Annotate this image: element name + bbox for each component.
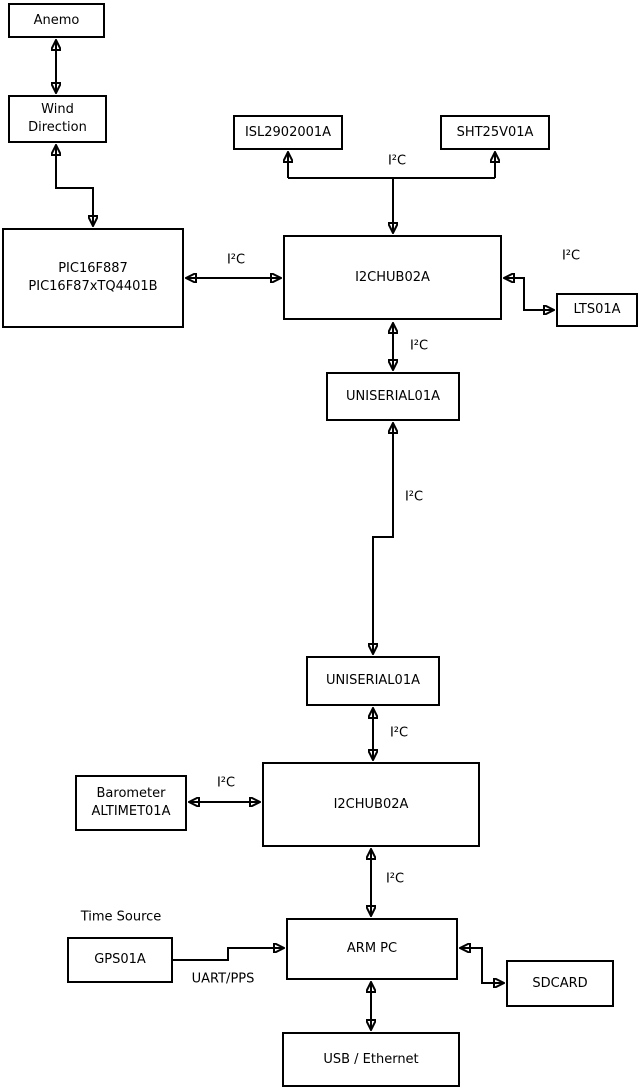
uart-pps-label: UART/PPS	[190, 971, 256, 987]
time-source-label: Time Source	[79, 909, 163, 925]
edge-uniserial-link	[373, 423, 393, 654]
node-sdcard: SDCARD	[506, 960, 614, 1007]
bus-label-hub2-arm: I²C	[384, 871, 406, 887]
node-barometer-altimet01a: Barometer ALTIMET01A	[75, 775, 187, 831]
node-i2chub02a-top: I2CHUB02A	[283, 235, 502, 320]
bus-label-uniserial-link: I²C	[403, 489, 425, 505]
node-uniserial01a-bottom: UNISERIAL01A	[306, 656, 440, 706]
node-isl2902001a: ISL2902001A	[233, 115, 343, 150]
edge-gps-armpc	[173, 948, 284, 961]
node-i2chub02a-bottom: I2CHUB02A	[262, 762, 480, 847]
edge-i2chub-top-lts	[504, 278, 554, 310]
bus-label-pic-hub: I²C	[225, 252, 247, 268]
bus-label-sensor-branch: I²C	[386, 153, 408, 169]
node-gps01a: GPS01A	[67, 937, 173, 983]
node-sht25v01a: SHT25V01A	[440, 115, 550, 150]
node-arm-pc: ARM PC	[286, 918, 458, 980]
bus-label-hub-uniserial: I²C	[408, 338, 430, 354]
edge-winddirection-pic	[56, 145, 93, 226]
edge-armpc-sdcard	[460, 948, 504, 983]
bus-label-uniserial-hub2: I²C	[388, 725, 410, 741]
bus-label-barometer: I²C	[215, 775, 237, 791]
node-wind-direction: Wind Direction	[8, 95, 107, 143]
node-lts01a: LTS01A	[556, 293, 638, 327]
node-usb-ethernet: USB / Ethernet	[282, 1032, 460, 1087]
node-pic16f887: PIC16F887 PIC16F87xTQ4401B	[2, 228, 184, 328]
node-anemo: Anemo	[8, 3, 105, 38]
bus-label-hub-lts: I²C	[560, 248, 582, 264]
node-uniserial01a-top: UNISERIAL01A	[326, 372, 460, 421]
